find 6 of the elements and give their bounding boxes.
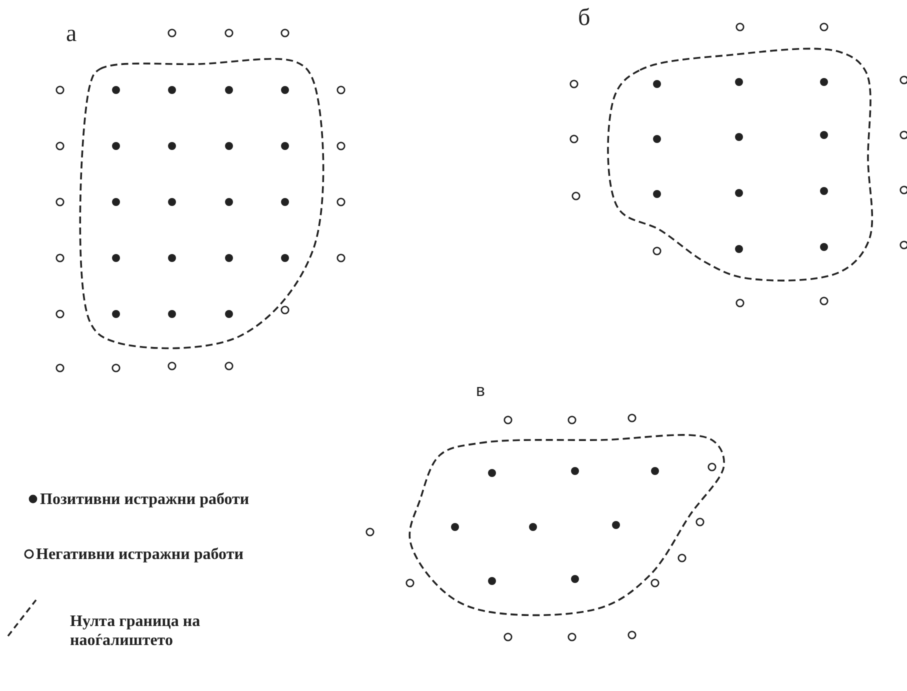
legend-label: Позитивни истражни работи <box>40 490 250 510</box>
panel-letter: б <box>578 6 590 30</box>
legend-label: Нулта граница на наоѓалиштето <box>70 612 202 650</box>
panel-letter: а <box>66 22 77 46</box>
panel-letter: в <box>476 382 486 399</box>
legend-label: Негативни истражни работи <box>36 545 244 564</box>
